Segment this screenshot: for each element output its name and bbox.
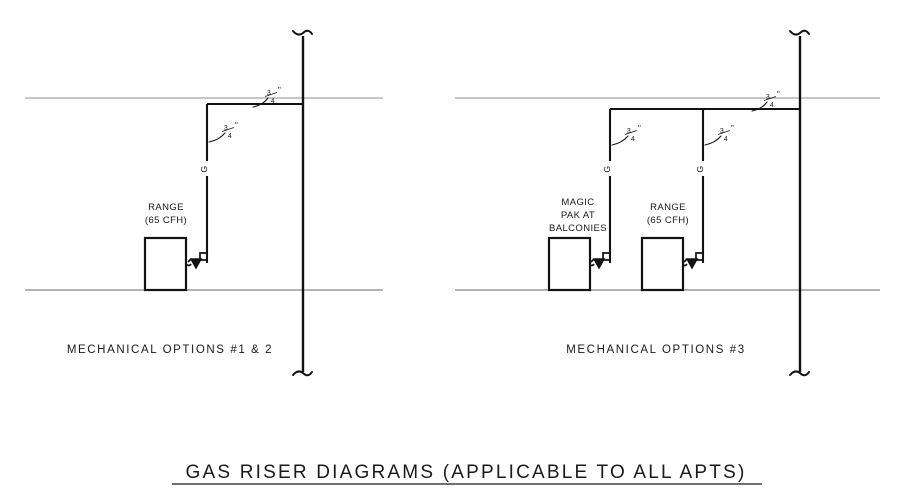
- valve-cone: [685, 258, 699, 270]
- svg-text:": ": [235, 121, 238, 130]
- svg-text:3: 3: [627, 128, 631, 135]
- fraction-bar: [264, 92, 278, 97]
- diagram-mechanical-options-3: G G 3 4 " 3 4 " 3: [455, 29, 880, 377]
- sheet-title-group: GAS RISER DIAGRAMS (APPLICABLE TO ALL AP…: [172, 462, 762, 485]
- gas-marker-magic-pak: G: [602, 165, 612, 172]
- svg-text:": ": [777, 90, 780, 99]
- svg-text:4: 4: [271, 98, 275, 105]
- equipment-label-range-line-1: RANGE: [148, 202, 184, 213]
- pipe-size-label-branch-left: 3 4 ": [221, 121, 238, 140]
- break-symbol-bottom-left: [292, 370, 313, 377]
- caption-mechanical-options-3: MECHANICAL OPTIONS #3: [566, 344, 746, 356]
- pipe-size-label-magic-pak: 3 4 ": [624, 124, 641, 143]
- pipe-size-label-range-right: 3 4 ": [717, 124, 734, 143]
- svg-text:4: 4: [770, 102, 774, 109]
- gas-valve-symbol-left: [183, 252, 208, 270]
- valve-body: [199, 252, 208, 261]
- leader-branch-size-left: [208, 132, 226, 143]
- valve-body: [602, 252, 611, 261]
- equipment-label-magic-pak-line-2: PAK AT: [561, 210, 595, 221]
- fraction-bar: [763, 96, 777, 101]
- svg-text:": ": [638, 124, 641, 133]
- caption-mechanical-options-1-2: MECHANICAL OPTIONS #1 & 2: [67, 344, 273, 356]
- svg-text:3: 3: [224, 125, 228, 132]
- svg-text:4: 4: [631, 136, 635, 143]
- valve-stem: [187, 258, 192, 263]
- svg-text:": ": [278, 86, 281, 95]
- equipment-label-magic-pak-line-3: BALCONIES: [549, 223, 607, 234]
- break-symbol-bottom-right: [789, 370, 810, 377]
- equipment-box-range-right: [640, 236, 685, 292]
- equipment-box-range-left: [143, 236, 188, 292]
- svg-text:3: 3: [766, 94, 770, 101]
- equipment-box-magic-pak: [547, 236, 592, 292]
- valve-stem: [683, 258, 688, 263]
- gas-marker-left: G: [199, 165, 209, 172]
- equipment-label-range-right-line-1: RANGE: [650, 202, 686, 213]
- fraction-bar: [624, 130, 638, 135]
- leader-riser-size-right: [751, 101, 768, 112]
- svg-text:": ": [731, 124, 734, 133]
- equipment-label-range-line-2: (65 CFH): [145, 215, 187, 226]
- svg-text:4: 4: [724, 136, 728, 143]
- equipment-label-range-right-line-2: (65 CFH): [647, 215, 689, 226]
- equipment-label-magic-pak-line-1: MAGIC: [561, 197, 594, 208]
- leader-branch-size-magic-pak: [611, 135, 629, 146]
- valve-cone: [592, 258, 606, 270]
- break-symbol-top-left: [292, 29, 313, 36]
- leader-riser-size-left: [252, 97, 269, 108]
- valve-body: [695, 252, 704, 261]
- svg-text:4: 4: [228, 133, 232, 140]
- pipe-size-label-riser-right: 3 4 ": [763, 90, 780, 109]
- valve-stem: [590, 258, 595, 263]
- svg-text:3: 3: [720, 128, 724, 135]
- leader-branch-size-range-right: [704, 135, 722, 146]
- gas-marker-range-right: G: [695, 165, 705, 172]
- fraction-bar: [221, 127, 235, 132]
- fraction-bar: [717, 130, 731, 135]
- svg-text:3: 3: [267, 90, 271, 97]
- sheet-title: GAS RISER DIAGRAMS (APPLICABLE TO ALL AP…: [186, 462, 747, 483]
- diagram-mechanical-options-1-2: G 3 4 " 3 4 ": [25, 29, 383, 377]
- pipe-size-label-riser-left: 3 4 ": [264, 86, 281, 105]
- break-symbol-top-right: [789, 29, 810, 36]
- valve-cone: [189, 258, 203, 270]
